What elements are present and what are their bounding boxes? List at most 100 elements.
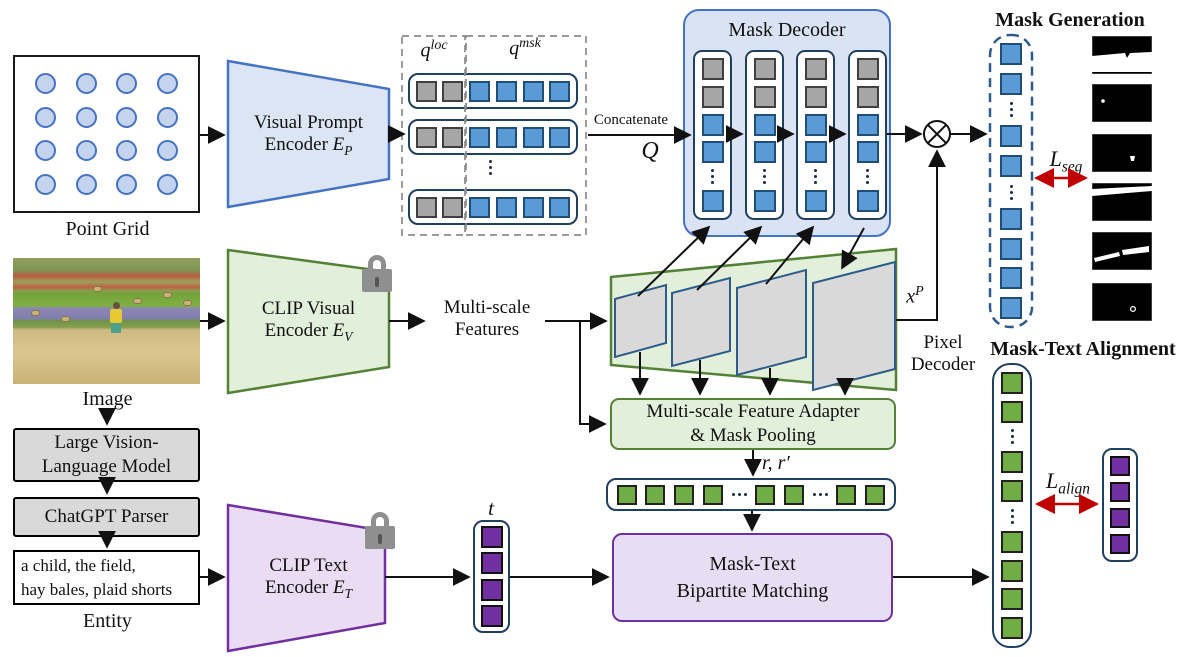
grid-point — [75, 106, 97, 128]
blue-token — [856, 141, 879, 164]
gray-token — [415, 126, 437, 148]
visual-prompt-encoder-shape — [226, 59, 391, 209]
bipartite-matching-box: Mask-Text Bipartite Matching — [612, 533, 893, 622]
grid-point — [157, 73, 179, 95]
green-token — [1001, 480, 1023, 503]
grid-point — [116, 73, 138, 95]
ellipsis — [1009, 184, 1013, 200]
ellipsis — [731, 493, 747, 496]
green-token — [1001, 588, 1023, 611]
q-symbol: Q — [641, 138, 659, 164]
chatgpt-parser-box: ChatGPT Parser — [13, 497, 200, 537]
blue-token — [1000, 267, 1022, 290]
green-token — [702, 484, 723, 505]
purple-token — [1110, 534, 1130, 554]
grid-point — [75, 140, 97, 162]
blue-token — [701, 190, 724, 213]
blue-token — [549, 80, 571, 102]
blue-token — [469, 196, 491, 218]
green-token — [865, 484, 886, 505]
clip-visual-encoder-label: CLIP Visual Encoder EV — [261, 298, 356, 344]
aligned-text-token-column — [1102, 448, 1138, 562]
blue-token — [469, 80, 491, 102]
gray-token — [442, 196, 464, 218]
ellipsis — [866, 169, 869, 185]
image-label: Image — [82, 388, 133, 410]
mask-token-column — [990, 35, 1032, 327]
decoder-column — [848, 50, 887, 220]
gray-token — [753, 85, 776, 108]
mask-thumbnail — [1092, 36, 1152, 74]
blue-token — [1000, 72, 1022, 95]
grid-point — [34, 140, 56, 162]
entity-label: Entity — [83, 610, 132, 632]
purple-token — [480, 552, 503, 575]
blue-token — [495, 196, 517, 218]
query-row — [408, 73, 578, 109]
ellipsis — [763, 169, 766, 185]
grid-point — [75, 173, 97, 195]
green-token — [784, 484, 805, 505]
grid-point — [34, 73, 56, 95]
blue-token — [753, 113, 776, 136]
seg-loss-label: Lseg — [1049, 146, 1083, 176]
visual-prompt-encoder-label: Visual Prompt Encoder EP — [253, 112, 364, 158]
ellipsis — [1009, 102, 1013, 118]
mask-thumbnail — [1092, 183, 1152, 221]
blue-token — [1000, 42, 1022, 65]
q-loc-label: qloc — [420, 38, 448, 62]
aligned-mask-token-column — [992, 363, 1032, 648]
blue-token — [701, 113, 724, 136]
gray-token — [856, 85, 879, 108]
blue-token — [522, 80, 544, 102]
align-loss-label: Lalign — [1046, 468, 1090, 498]
gray-token — [442, 80, 464, 102]
blue-token — [804, 141, 827, 164]
mask-thumbnail — [1092, 232, 1152, 270]
lock-icon — [362, 255, 392, 292]
ellipsis — [1010, 429, 1014, 445]
decoder-column — [693, 50, 732, 220]
green-token — [1001, 400, 1023, 423]
grid-point — [116, 173, 138, 195]
blue-token — [804, 190, 827, 213]
purple-token — [480, 578, 503, 601]
mask-thumbnail — [1092, 283, 1152, 321]
green-token — [755, 484, 776, 505]
entity-text-box: a child, the field, hay bales, plaid sho… — [13, 550, 200, 605]
pixel-feature-label: xP — [906, 284, 924, 308]
point-grid-label: Point Grid — [65, 218, 150, 240]
q-msk-label: qmsk — [509, 36, 541, 60]
grid-point — [116, 140, 138, 162]
point-grid — [13, 55, 200, 213]
feature-map-2 — [671, 276, 731, 368]
pixel-decoder-label: Pixel Decoder — [910, 332, 976, 375]
grid-point — [75, 73, 97, 95]
green-token — [616, 484, 637, 505]
blue-token — [522, 196, 544, 218]
ellipsis — [711, 169, 714, 185]
green-token — [1001, 451, 1023, 474]
gray-token — [415, 80, 437, 102]
blue-token — [753, 141, 776, 164]
query-row — [408, 189, 578, 225]
mask-generation-title: Mask Generation — [995, 9, 1145, 31]
grid-point — [157, 106, 179, 128]
clip-text-encoder-label: CLIP Text Encoder ET — [264, 555, 353, 601]
green-token — [836, 484, 857, 505]
blue-token — [1000, 207, 1022, 230]
blue-token — [1000, 237, 1022, 260]
blue-token — [753, 190, 776, 213]
concatenate-label: Concatenate — [593, 112, 669, 128]
query-ellipsis — [489, 160, 492, 175]
mask-decoder-title: Mask Decoder — [728, 19, 846, 41]
clip-text-encoder-shape — [226, 503, 387, 653]
purple-token — [1110, 456, 1130, 476]
text-embedding-label: t — [488, 496, 494, 520]
green-token — [674, 484, 695, 505]
blue-token — [522, 126, 544, 148]
clip-visual-encoder-shape — [226, 248, 391, 395]
purple-token — [480, 526, 503, 549]
grid-point — [157, 140, 179, 162]
blue-token — [804, 113, 827, 136]
